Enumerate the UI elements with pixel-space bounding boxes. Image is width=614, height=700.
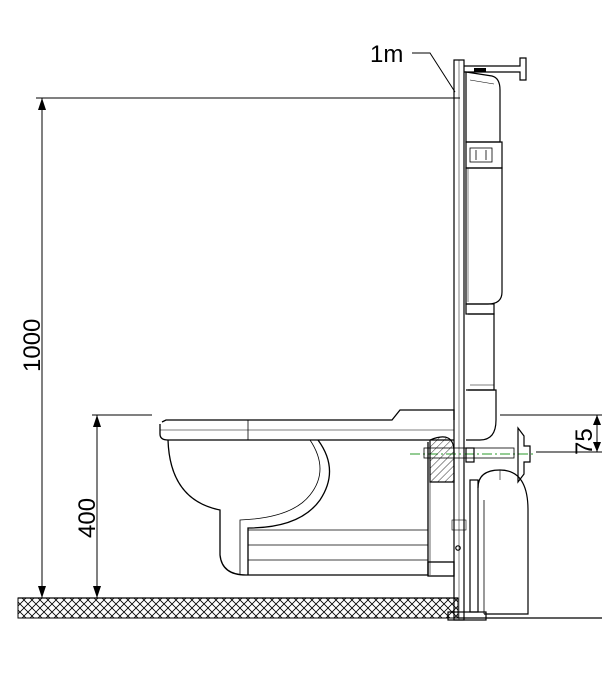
frame-height-dimension: 1000 xyxy=(19,97,460,598)
pipe-offset-dimension: 75 xyxy=(500,414,602,455)
seat-height-label: 400 xyxy=(74,498,101,538)
pipe-offset-label: 75 xyxy=(571,428,598,455)
frame-foot xyxy=(451,519,467,551)
reference-mark-callout: 1m xyxy=(370,41,456,93)
floor xyxy=(17,597,602,619)
drain-pipe xyxy=(477,469,529,615)
toilet-pan xyxy=(159,409,455,577)
mounting-bolt xyxy=(410,426,536,484)
seat-height-dimension: 400 xyxy=(74,414,152,598)
reference-mark-label: 1m xyxy=(370,41,403,68)
installation-frame xyxy=(447,57,527,621)
frame-height-label: 1000 xyxy=(19,319,46,372)
pan-connection xyxy=(429,436,455,483)
cistern xyxy=(465,71,503,441)
